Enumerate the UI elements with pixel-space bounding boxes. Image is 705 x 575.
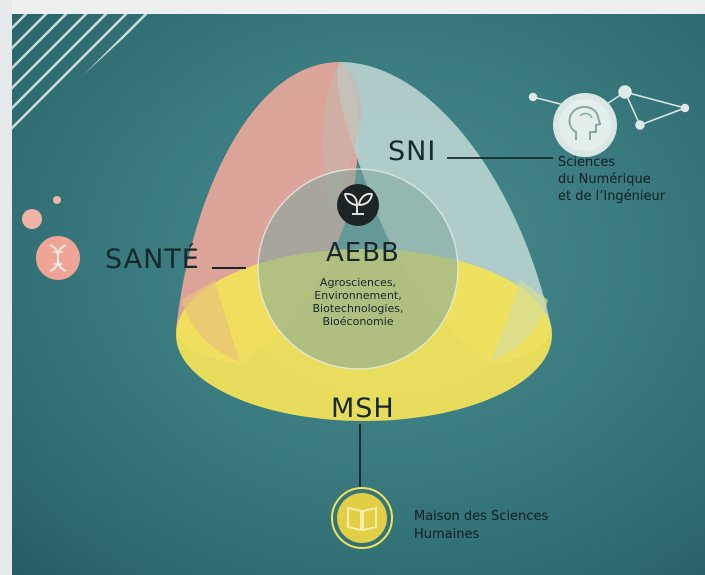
sante-decor xyxy=(22,196,61,229)
sni-label: SNI xyxy=(388,136,437,167)
dna-icon xyxy=(36,236,80,280)
aebb-description-line: Agrosciences, xyxy=(319,276,397,289)
msh-sni-overlap xyxy=(490,280,548,362)
sprout-leaf-icon xyxy=(337,184,379,226)
brain-head-icon xyxy=(553,93,617,157)
msh-description-line: Humaines xyxy=(414,527,480,542)
msh-label: MSH xyxy=(331,393,395,424)
msh-description-line: Maison des Sciences xyxy=(414,509,549,524)
photo-edge-left xyxy=(0,0,12,575)
sni-description-line: et de l’Ingénieur xyxy=(558,189,666,204)
aebb-description-line: Biotechnologies, xyxy=(312,302,404,315)
aebb-description-line: Environnement, xyxy=(314,289,402,302)
msh-sante-overlap xyxy=(182,280,240,362)
aebb-description-line: Bioéconomie xyxy=(322,315,394,328)
photo-edge-top xyxy=(0,0,705,14)
open-book-icon xyxy=(331,487,393,549)
sni-description-line: Sciences xyxy=(558,155,616,170)
msh-description: Maison des Sciences Humaines xyxy=(414,508,548,544)
sni-description: Sciences du Numérique et de l’Ingénieur xyxy=(558,154,665,205)
sni-description-line: du Numérique xyxy=(558,172,651,187)
aebb-description: Agrosciences, Environnement, Biotechnolo… xyxy=(268,276,448,328)
sante-label: SANTÉ xyxy=(105,244,200,275)
decorative-stripes xyxy=(12,14,150,140)
aebb-label: AEBB xyxy=(326,238,400,268)
